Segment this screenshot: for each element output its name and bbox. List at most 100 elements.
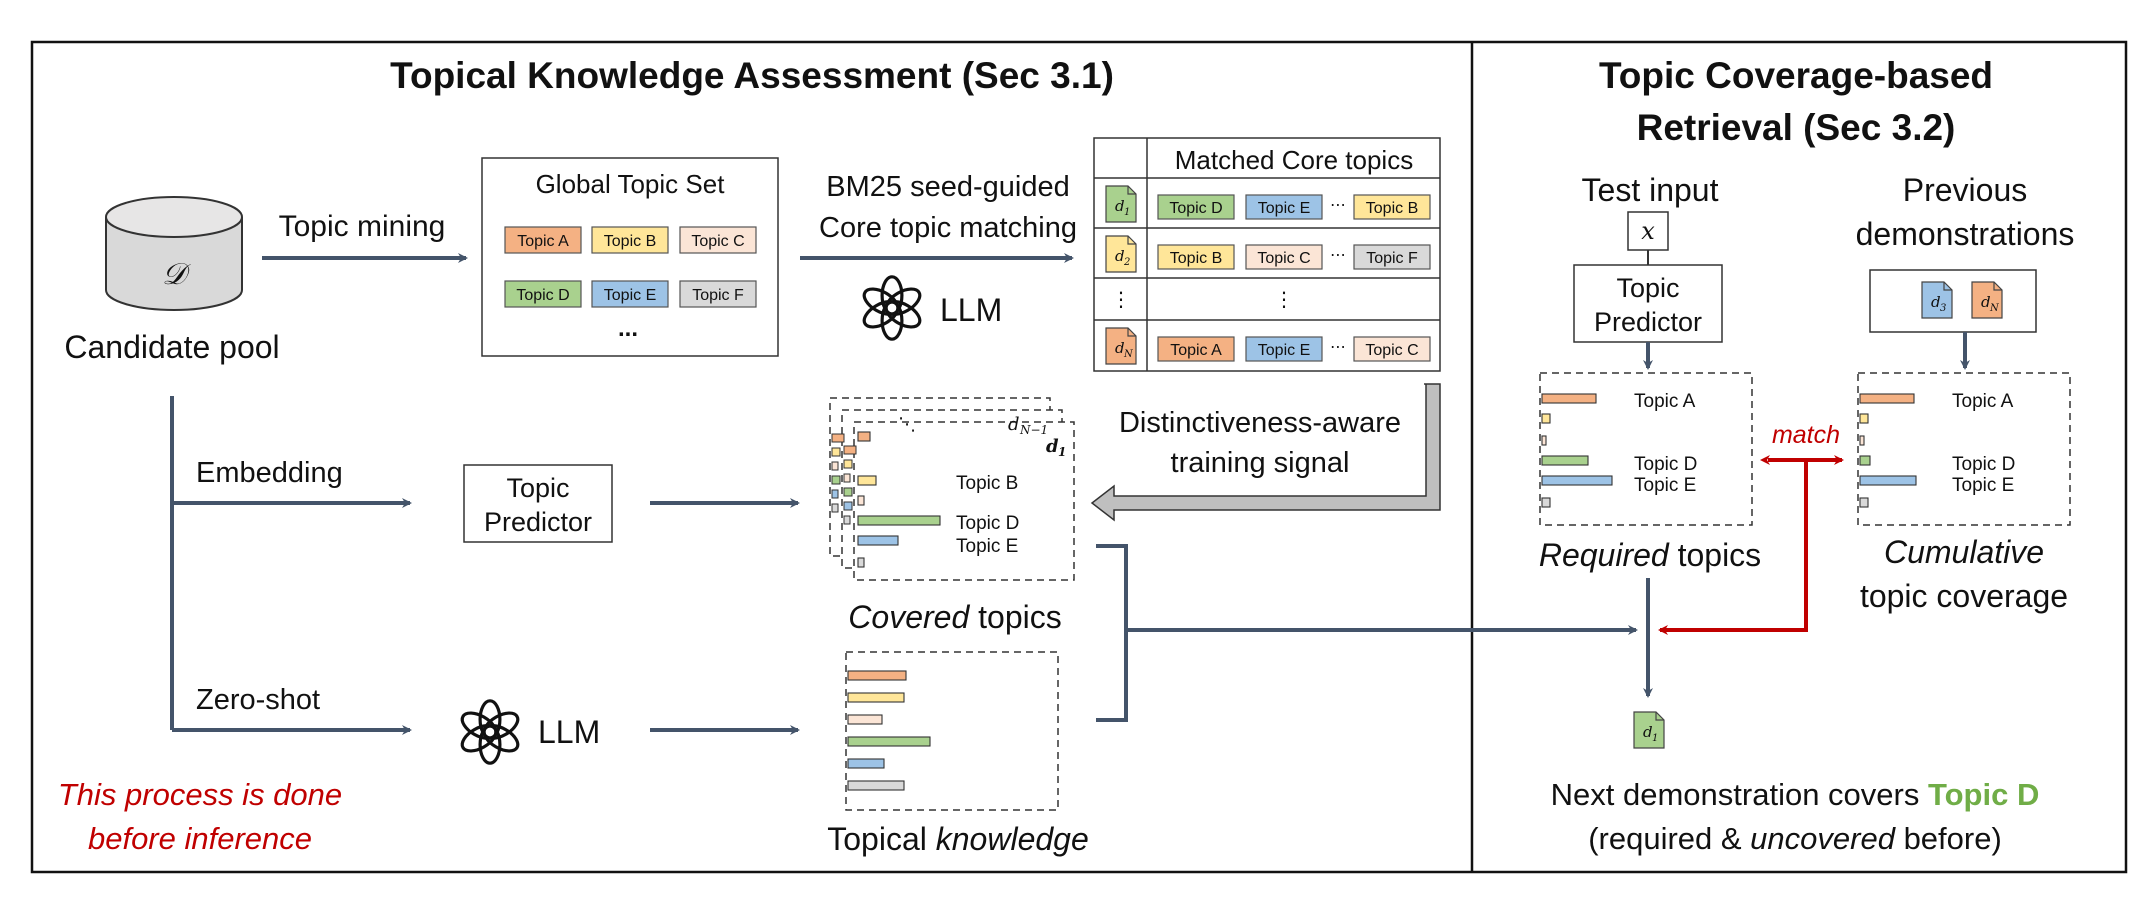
matched-row-1-doc-icon-d: d — [1115, 247, 1125, 265]
note-line2: before inference — [88, 821, 312, 856]
matched-row-1-topic-0-label: Topic B — [1170, 250, 1222, 267]
note-line1: This process is done — [58, 777, 342, 812]
required-topic-label-e: Topic E — [1634, 475, 1696, 496]
cumulative-caption-line2: topic coverage — [1860, 578, 2068, 614]
next-line1-text: Next demonstration covers — [1551, 777, 1928, 812]
global-topic-chip-2-label: Topic C — [691, 233, 744, 250]
matched-row-0-topic-2-label: Topic B — [1366, 200, 1418, 217]
stack-side-bar-5 — [831, 503, 839, 513]
matched-row-2-topic-1-label: Topic E — [1258, 342, 1310, 359]
covered-topic-label-b: Topic B — [956, 473, 1018, 494]
global-topic-chip-5: Topic F — [679, 280, 757, 308]
matched-row-1-topic-1: Topic C — [1245, 244, 1323, 270]
stack-side-bar-3 — [831, 475, 841, 485]
required-bar-5 — [1541, 497, 1551, 508]
topic-predictor-right-line2: Predictor — [1594, 307, 1702, 337]
openai-logo-icon — [862, 275, 922, 341]
bm25-label-line1: BM25 seed-guided — [826, 171, 1069, 203]
global-topic-chip-3-label: Topic D — [516, 287, 569, 304]
matched-row-2-topic-0-label: Topic A — [1170, 342, 1222, 359]
knowledge-bar-1 — [847, 692, 905, 703]
cumulative-topic-label-e: Topic E — [1952, 475, 2014, 496]
outer-frame — [30, 40, 2128, 874]
topic-predictor-right-line1: Topic — [1616, 273, 1679, 303]
matched-row-1-doc-icon-sub: 2 — [1123, 257, 1130, 268]
previous-demos-line1: Previous — [1903, 172, 2028, 208]
matched-row-0-doc-icon-d: d — [1115, 197, 1125, 215]
global-topic-chip-2: Topic C — [679, 226, 757, 254]
global-topic-chip-1: Topic B — [591, 226, 669, 254]
previous-demos-box — [1869, 269, 2037, 333]
knowledge-bar-2 — [847, 714, 883, 725]
required-bar-4 — [1541, 475, 1613, 486]
topic-mining-label: Topic mining — [279, 210, 446, 243]
matched-row-2-dots: ⋯ — [1330, 339, 1346, 356]
distinctiveness-line1: Distinctiveness-aware — [1119, 407, 1401, 439]
stack-side-bar-0 — [831, 433, 845, 443]
topical-knowledge-bars — [847, 670, 931, 791]
test-input-box — [1627, 211, 1669, 251]
covered-diag-dots: ⋱ — [898, 414, 916, 434]
matched-row-2-topic-1: Topic E — [1245, 336, 1323, 362]
llm-label-bottom: LLM — [538, 714, 600, 750]
topical-knowledge-caption: Topical knowledge — [827, 821, 1089, 857]
covered-bar-3 — [857, 515, 941, 526]
prev-doc-1-icon-sub: N — [1989, 303, 2000, 314]
matched-row-2-topic-2: Topic C — [1353, 336, 1431, 362]
bm25-label-line2: Core topic matching — [819, 212, 1077, 244]
cumulative-topic-label-d: Topic D — [1952, 454, 2015, 475]
required-topics-caption: Required topics — [1539, 537, 1761, 573]
covered-bar-1 — [857, 475, 877, 486]
cumulative-topic-bars — [1859, 393, 1917, 508]
covered-bar-0 — [857, 431, 871, 442]
embedding-label: Embedding — [196, 457, 343, 489]
matched-row-0-topic-0: Topic D — [1157, 194, 1235, 220]
covered-dn1-sub: N−1 — [1019, 423, 1048, 437]
next-line2-italic: uncovered — [1750, 821, 1897, 856]
matched-row-0-topic-2: Topic B — [1353, 194, 1431, 220]
matched-row-0-dots: ⋯ — [1330, 197, 1346, 214]
matched-row-0-doc-icon-sub: 1 — [1124, 207, 1130, 218]
stack-side-bar-7 — [843, 459, 853, 469]
cumulative-caption-line1: Cumulative — [1884, 534, 2044, 570]
cumulative-bar-5 — [1859, 497, 1869, 508]
test-input-symbol: x — [1641, 217, 1655, 245]
next-line1-highlight: Topic D — [1928, 777, 2039, 812]
matched-row-2-topic-2-label: Topic C — [1365, 342, 1418, 359]
merge-bracket — [1096, 544, 1128, 722]
global-topic-chip-0-label: Topic A — [517, 233, 569, 250]
knowledge-bar-4 — [847, 758, 885, 769]
match-to-merge-arrow — [1658, 460, 1808, 635]
matched-row-2-doc-icon-d: d — [1115, 339, 1125, 357]
matched-vdots-topics: ⋮ — [1274, 289, 1294, 311]
next-line2-b: before) — [1895, 821, 2002, 856]
global-topic-set-title: Global Topic Set — [536, 169, 726, 199]
required-bar-2 — [1541, 435, 1547, 446]
cumulative-bar-4 — [1859, 475, 1917, 486]
covered-bar-5 — [857, 557, 865, 568]
next-demo-line1: Next demonstration covers Topic D — [1551, 777, 2040, 812]
matched-row-2-doc-icon-sub: N — [1123, 349, 1134, 360]
global-topic-chip-1-label: Topic B — [604, 233, 656, 250]
required-topic-bars — [1541, 393, 1613, 508]
covered-topic-bars — [857, 431, 941, 568]
cumulative-bar-2 — [1859, 435, 1865, 446]
distinctiveness-line2: training signal — [1171, 447, 1350, 479]
required-caption-rest: topics — [1669, 537, 1761, 573]
training-signal-arrow — [1090, 383, 1441, 522]
matched-row-0-topic-0-label: Topic D — [1169, 200, 1222, 217]
matched-vdots-doc: ⋮ — [1111, 289, 1131, 311]
previous-demos-line2: demonstrations — [1856, 216, 2075, 252]
covered-topic-label-d: Topic D — [956, 513, 1019, 534]
stack-side-bar-6 — [843, 445, 857, 455]
